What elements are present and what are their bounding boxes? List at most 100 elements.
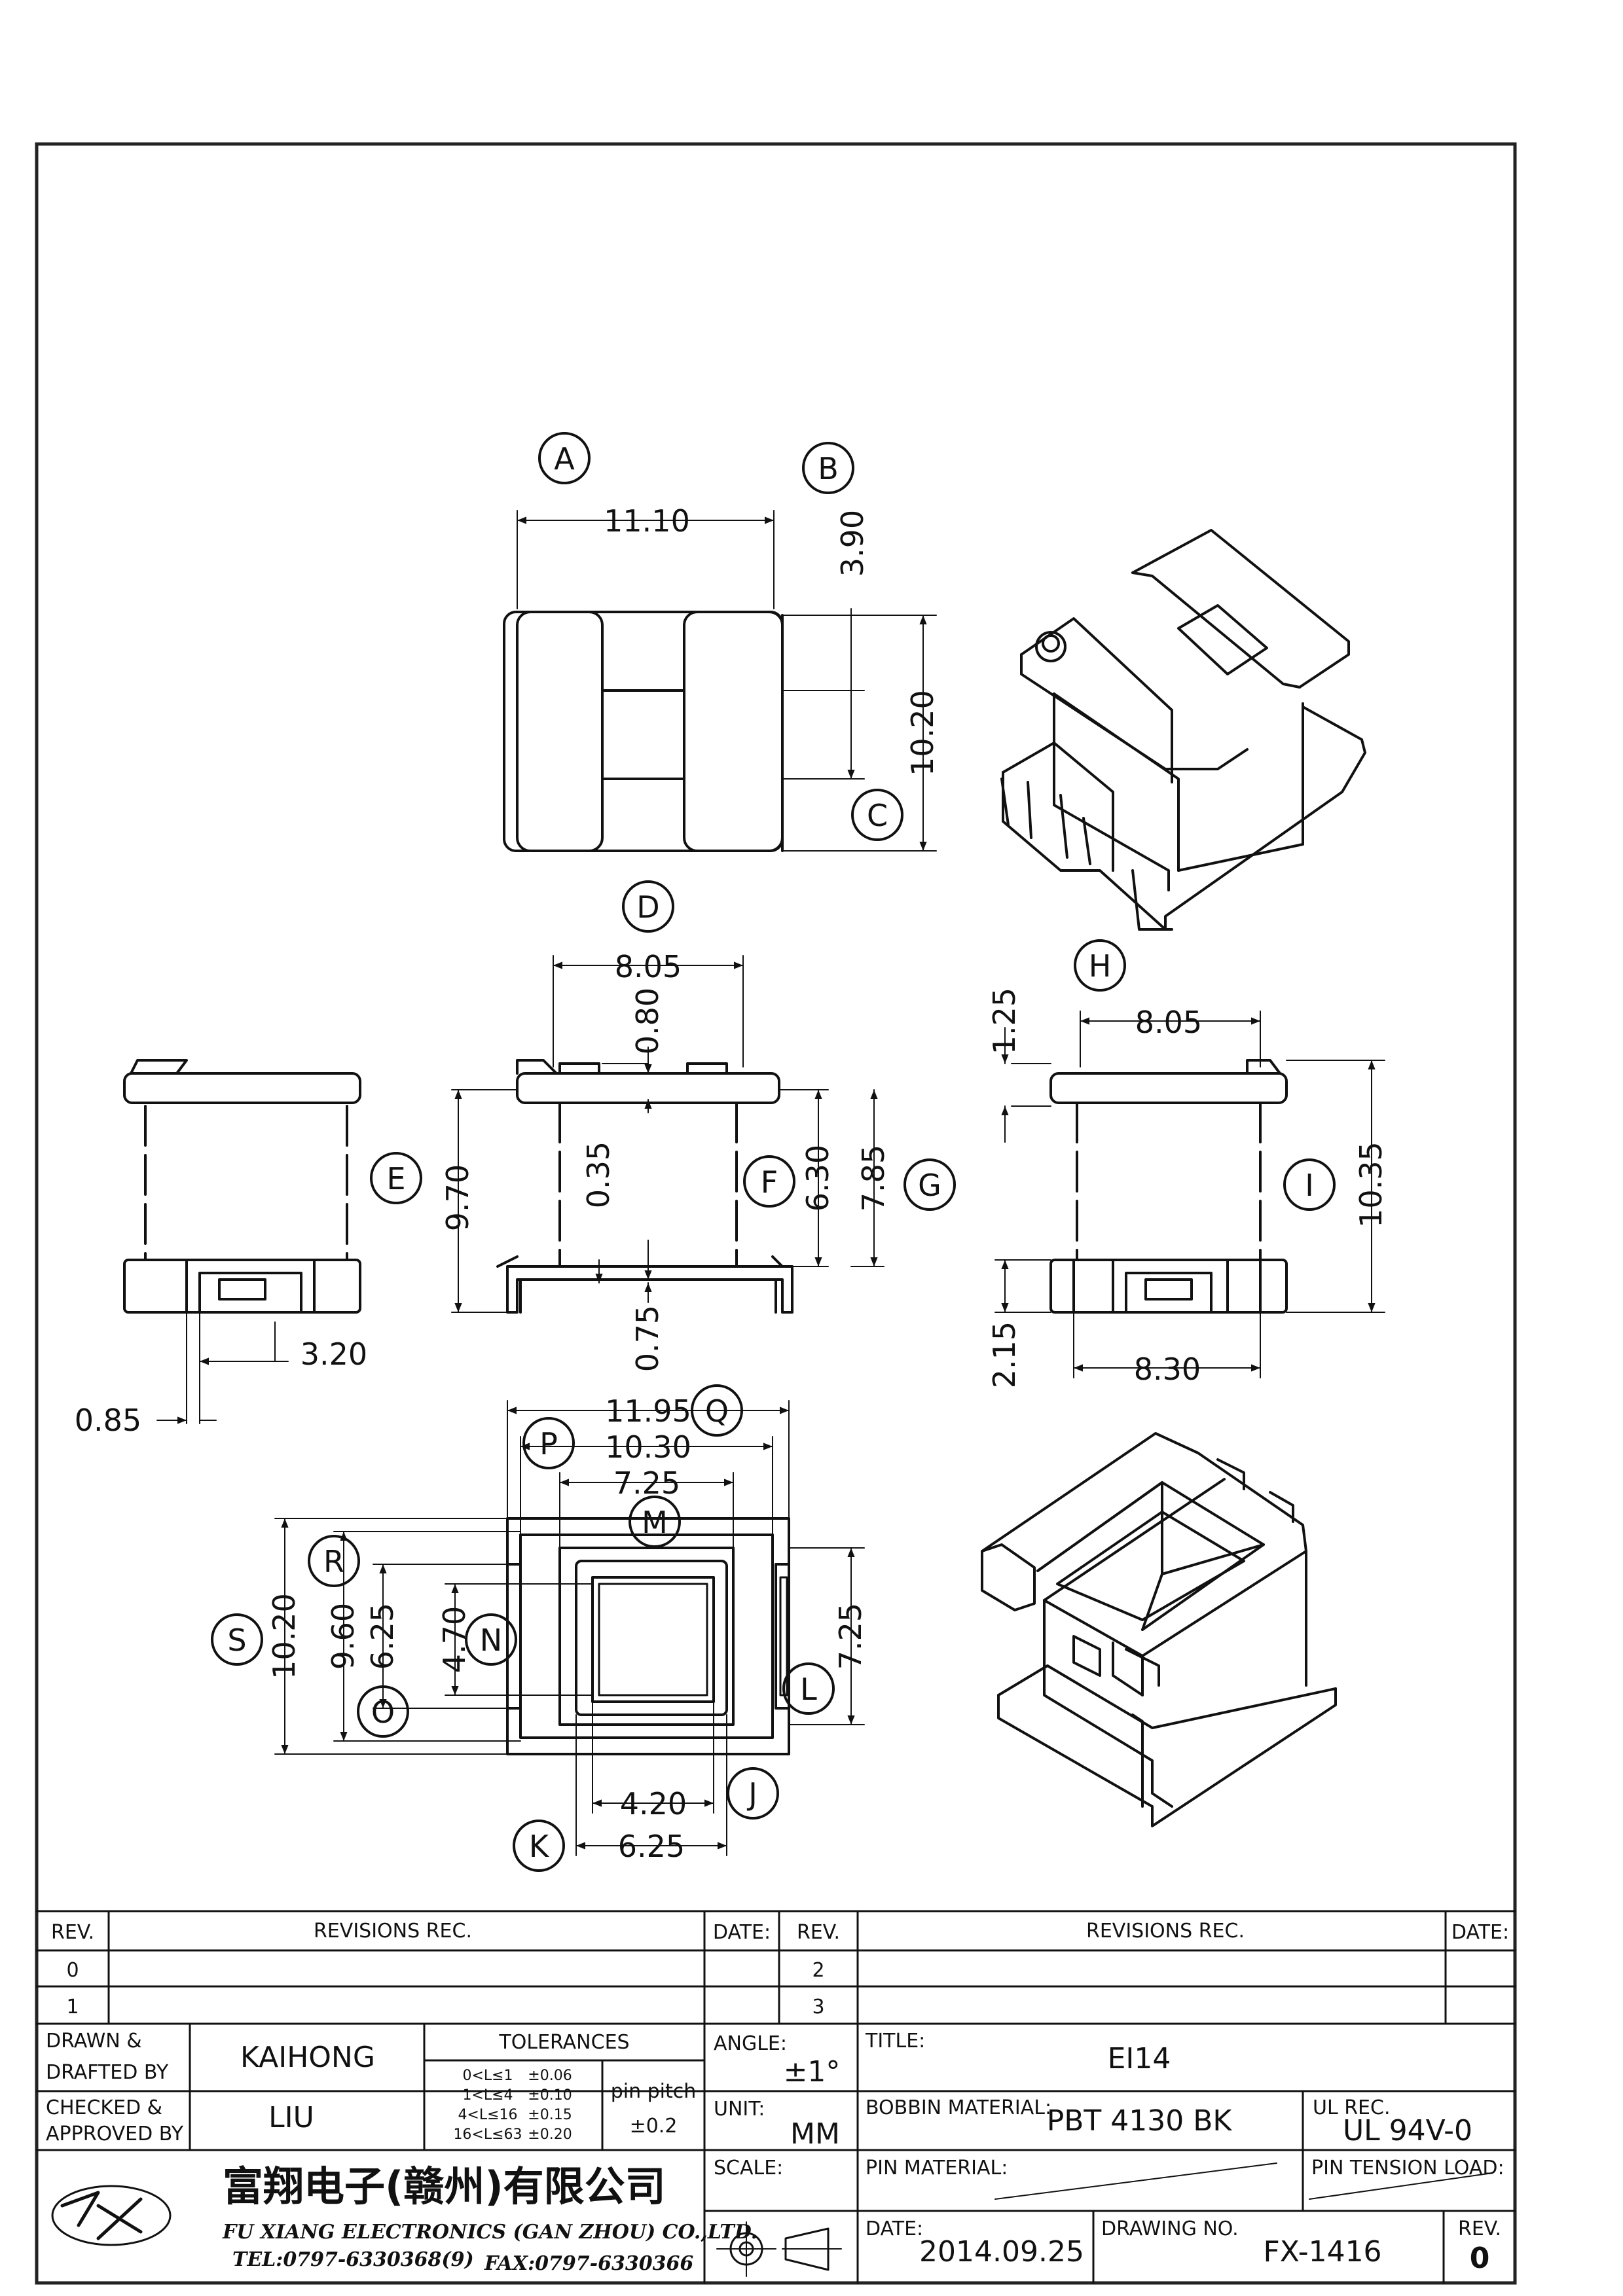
dim-bottom-6-25-v: 6.25 bbox=[365, 1603, 400, 1670]
rev-row-2: 2 bbox=[812, 1959, 824, 1982]
balloon-i: I bbox=[1283, 1158, 1336, 1211]
drawing-no-label: DRAWING NO. bbox=[1101, 2217, 1239, 2240]
title-block: REV. REVISIONS REC. DATE: REV. REVISIONS… bbox=[46, 1920, 1509, 2275]
balloon-s: S bbox=[211, 1613, 263, 1666]
balloon-c: C bbox=[851, 789, 903, 841]
svg-text:C: C bbox=[867, 798, 888, 833]
svg-text:F: F bbox=[761, 1164, 778, 1200]
title-value: EI14 bbox=[1108, 2042, 1171, 2075]
balloon-k: K bbox=[513, 1820, 565, 1872]
balloons: A B C D E F G H I Q P M R S N O L J K bbox=[211, 432, 1336, 1872]
dim-front-0-75: 0.75 bbox=[630, 1305, 665, 1372]
title-block-lines bbox=[35, 1910, 1516, 2284]
drawing-no-value: FX-1416 bbox=[1263, 2235, 1381, 2269]
svg-text:D: D bbox=[636, 889, 659, 925]
dim-right-1-25: 1.25 bbox=[987, 988, 1022, 1054]
dim-top-c: 10.20 bbox=[905, 690, 940, 776]
angle-value: ±1° bbox=[784, 2055, 841, 2089]
rev-header-left: REV. bbox=[51, 1921, 94, 1944]
balloon-m: M bbox=[629, 1496, 681, 1548]
iso-view-top bbox=[1000, 529, 1366, 931]
date-header-right: DATE: bbox=[1451, 1921, 1509, 1944]
unit-value: MM bbox=[790, 2117, 840, 2151]
dim-front-0-80: 0.80 bbox=[630, 988, 665, 1054]
balloon-d: D bbox=[622, 880, 674, 933]
svg-text:E: E bbox=[386, 1161, 405, 1196]
svg-text:A: A bbox=[554, 441, 575, 476]
tol-value-1: ±0.10 bbox=[528, 2087, 572, 2104]
date-value: 2014.09.25 bbox=[919, 2235, 1084, 2269]
dim-right-2-15: 2.15 bbox=[987, 1321, 1022, 1388]
ul-rec-value: UL 94V-0 bbox=[1343, 2114, 1472, 2147]
svg-text:S: S bbox=[227, 1623, 246, 1658]
drawn-by: KAIHONG bbox=[240, 2041, 375, 2074]
balloon-q: Q bbox=[691, 1384, 743, 1437]
dim-bottom-7-25-v: 7.25 bbox=[833, 1603, 868, 1670]
balloon-p: P bbox=[522, 1417, 575, 1469]
balloon-g: G bbox=[903, 1158, 956, 1211]
dim-bottom-10-20: 10.20 bbox=[266, 1593, 302, 1679]
tol-value-2: ±0.15 bbox=[528, 2107, 572, 2123]
right-side-view bbox=[994, 1011, 1385, 1378]
pin-material-label: PIN MATERIAL: bbox=[866, 2157, 1008, 2179]
dim-bottom-4-70: 4.70 bbox=[437, 1606, 472, 1673]
tol-value-3: ±0.20 bbox=[528, 2126, 572, 2143]
checked-label-1: CHECKED & bbox=[46, 2096, 162, 2119]
revisions-rec-header-right: REVISIONS REC. bbox=[1086, 1920, 1245, 1943]
svg-text:R: R bbox=[323, 1544, 344, 1579]
dim-right-8-05: 8.05 bbox=[1135, 1005, 1202, 1040]
iso-view-bottom bbox=[981, 1432, 1337, 1827]
left-side-view bbox=[123, 1059, 361, 1424]
balloon-e: E bbox=[370, 1152, 422, 1204]
dim-bottom-11-95: 11.95 bbox=[605, 1393, 691, 1429]
front-view bbox=[451, 955, 884, 1314]
revisions-rec-header-left: REVISIONS REC. bbox=[314, 1920, 472, 1943]
tol-range-2: 4<L≤16 bbox=[458, 2107, 517, 2123]
tol-range-1: 1<L≤4 bbox=[462, 2087, 513, 2104]
svg-text:L: L bbox=[800, 1672, 817, 1707]
dim-top-b: 3.90 bbox=[835, 510, 870, 577]
dim-bottom-10-30: 10.30 bbox=[605, 1429, 691, 1465]
tol-range-3: 16<L≤63 bbox=[453, 2126, 522, 2143]
balloon-l: L bbox=[782, 1662, 835, 1715]
tol-range-0: 0<L≤1 bbox=[462, 2068, 513, 2084]
balloon-n: N bbox=[465, 1613, 517, 1666]
pin-pitch-label: pin pitch bbox=[611, 2080, 697, 2103]
dim-bottom-4-20: 4.20 bbox=[620, 1786, 687, 1821]
scale-label: SCALE: bbox=[714, 2157, 783, 2179]
rev-value: 0 bbox=[1470, 2242, 1490, 2275]
svg-text:M: M bbox=[642, 1505, 668, 1540]
svg-text:B: B bbox=[818, 451, 839, 486]
company-fax: FAX:0797-6330366 bbox=[484, 2252, 693, 2275]
checked-by: LIU bbox=[268, 2101, 314, 2134]
company-tel: TEL:0797-6330368(9) bbox=[232, 2248, 474, 2271]
dim-bottom-7-25: 7.25 bbox=[613, 1465, 680, 1501]
svg-text:P: P bbox=[539, 1426, 558, 1462]
balloon-h: H bbox=[1074, 939, 1126, 992]
company-name-en: FU XIANG ELECTRONICS (GAN ZHOU) CO.,LTD. bbox=[222, 2221, 757, 2244]
svg-text:K: K bbox=[529, 1829, 550, 1864]
balloon-j: J bbox=[727, 1767, 779, 1820]
dim-front-8-05: 8.05 bbox=[615, 949, 682, 984]
dim-bottom-9-60: 9.60 bbox=[325, 1603, 361, 1670]
tol-value-0: ±0.06 bbox=[528, 2068, 572, 2084]
dim-front-7-85: 7.85 bbox=[856, 1145, 891, 1211]
bobbin-material-value: PBT 4130 BK bbox=[1047, 2104, 1233, 2138]
ul-rec-label: UL REC. bbox=[1313, 2096, 1391, 2119]
balloon-a: A bbox=[538, 432, 591, 484]
rev-row-3: 3 bbox=[812, 1996, 824, 2018]
svg-text:J: J bbox=[746, 1776, 757, 1812]
drawn-label-1: DRAWN & bbox=[46, 2030, 142, 2053]
dim-left-0-85: 0.85 bbox=[75, 1403, 141, 1438]
title-label: TITLE: bbox=[865, 2030, 925, 2053]
bobbin-material-label: BOBBIN MATERIAL: bbox=[866, 2096, 1051, 2119]
dim-left-3-20: 3.20 bbox=[301, 1336, 367, 1372]
date-header-left: DATE: bbox=[713, 1921, 771, 1944]
rev-row-1: 1 bbox=[66, 1996, 79, 2018]
tolerances-label: TOLERANCES bbox=[498, 2031, 629, 2054]
dim-front-6-30: 6.30 bbox=[800, 1145, 835, 1211]
dim-right-10-35: 10.35 bbox=[1353, 1141, 1389, 1228]
svg-text:H: H bbox=[1089, 948, 1112, 984]
rev-header-right: REV. bbox=[797, 1921, 840, 1944]
